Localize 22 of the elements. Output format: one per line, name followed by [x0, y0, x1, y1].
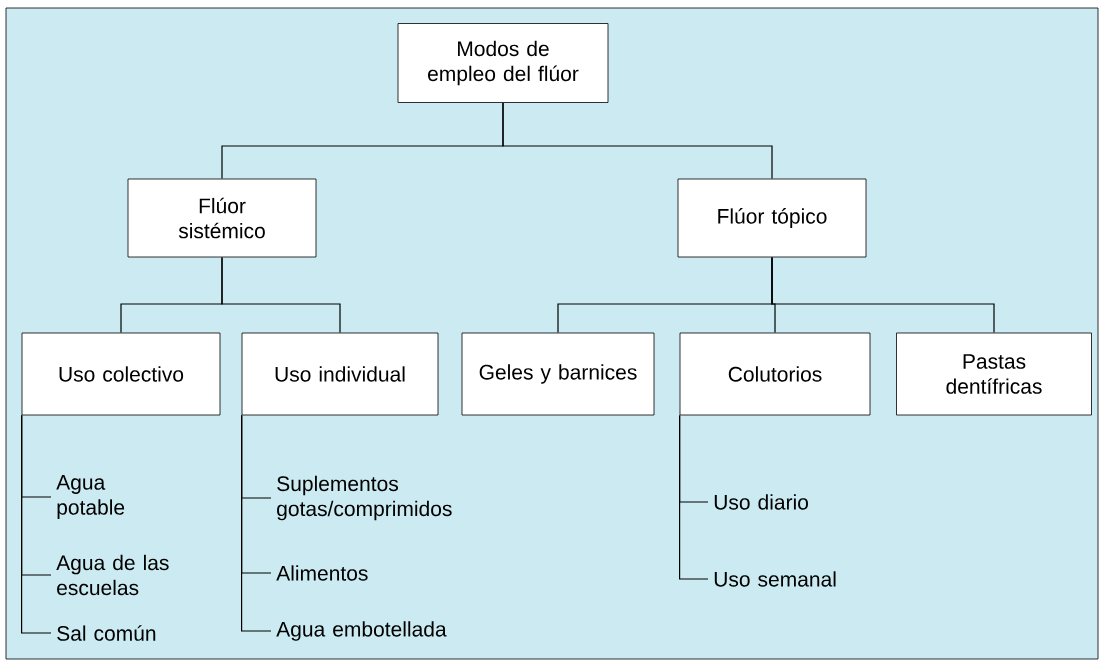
category-box: Uso colectivo	[21, 332, 221, 416]
item-label: Agua embotellada	[276, 621, 447, 641]
connector-line	[241, 414, 272, 632]
category-box: Flúor tópico	[677, 178, 867, 258]
category-box: Uso individual	[241, 332, 439, 416]
item-label: Sal común	[57, 625, 156, 641]
connector-line	[502, 102, 773, 180]
item-label: Suplementos gotas/comprimidos	[277, 475, 452, 521]
category-box: Pastas dentífricas	[896, 332, 1092, 416]
item-label: Uso diario	[714, 494, 808, 510]
item-label: Alimentos	[276, 565, 368, 581]
category-box: Geles y barnices	[461, 332, 655, 416]
category-box: Flúor sistémico	[127, 178, 317, 258]
connector-line	[21, 414, 52, 634]
item-label: Agua de las escuelas	[56, 554, 169, 596]
connector-line	[679, 414, 709, 580]
category-box: Modos de empleo del flúor	[397, 23, 609, 103]
connector-line	[221, 256, 341, 334]
item-label: Agua potable	[56, 475, 125, 519]
category-box: Colutorios	[679, 332, 871, 416]
item-label: Uso semanal	[714, 571, 836, 587]
connector-line	[771, 256, 995, 334]
